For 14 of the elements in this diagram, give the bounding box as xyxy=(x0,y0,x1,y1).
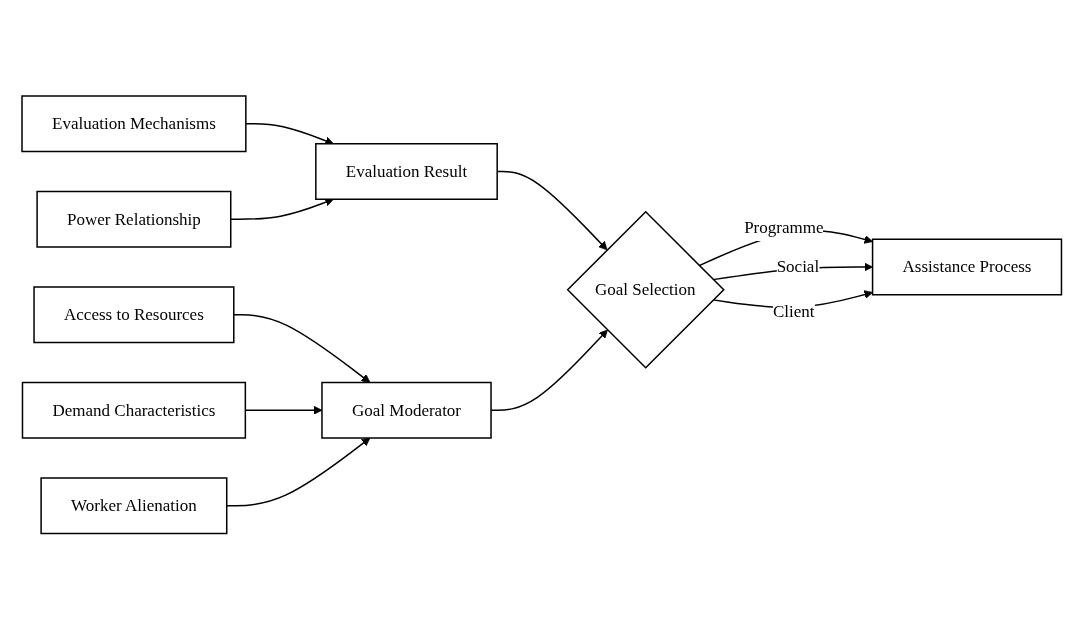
node-box: Power Relationship xyxy=(36,191,232,248)
arrow xyxy=(496,171,608,251)
edge-label: Programme xyxy=(743,218,824,238)
arrow xyxy=(490,329,608,412)
node-diamond: Goal Selection xyxy=(566,210,725,370)
edge-label: Social xyxy=(776,257,819,277)
edge-label: Client xyxy=(772,302,815,322)
node-box: Worker Alienation xyxy=(40,477,228,535)
node-box: Demand Characteristics xyxy=(21,382,246,439)
node-box: Assistance Process xyxy=(871,238,1062,296)
node-box: Access to Resources xyxy=(33,286,235,344)
node-box: Evaluation Result xyxy=(314,143,498,201)
node-box: Goal Moderator xyxy=(321,382,492,439)
node-box: Evaluation Mechanisms xyxy=(21,95,247,153)
